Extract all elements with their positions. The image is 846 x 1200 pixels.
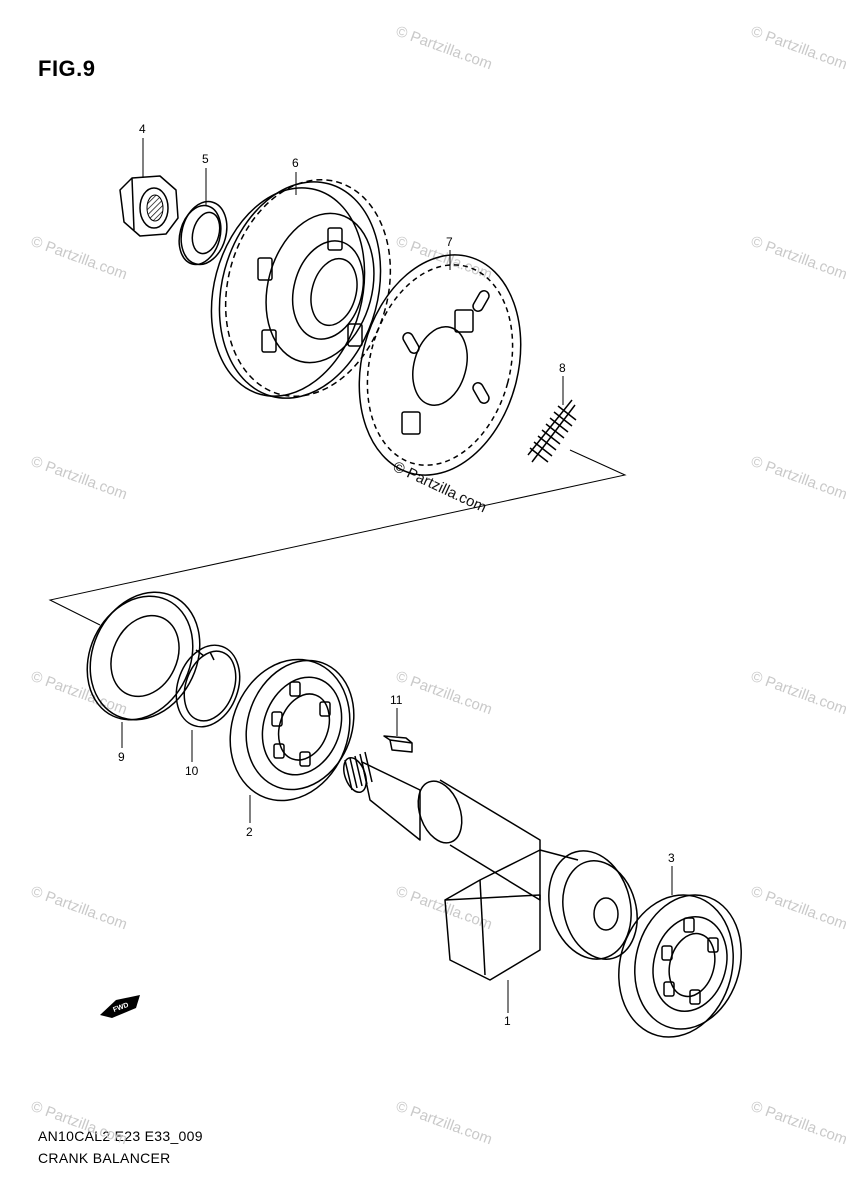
- figure-title: FIG.9: [38, 56, 96, 81]
- watermark: © Partzilla.com: [749, 453, 846, 504]
- watermark: © Partzilla.com: [394, 233, 495, 284]
- part-3-bearing[interactable]: [603, 882, 756, 1050]
- watermark: © Partzilla.com: [749, 1098, 846, 1149]
- callout-leaders: [121, 138, 673, 1013]
- watermark: © Partzilla.com: [394, 23, 495, 74]
- part-7-gear[interactable]: [336, 237, 545, 494]
- callout-2[interactable]: 2: [246, 825, 253, 839]
- callout-3[interactable]: 3: [668, 851, 675, 865]
- callout-5[interactable]: 5: [202, 152, 209, 166]
- part-1-balancer-shaft[interactable]: [339, 751, 647, 981]
- watermark: © Partzilla.com: [29, 233, 130, 284]
- part-9-washer[interactable]: [68, 574, 220, 738]
- watermark: © Partzilla.com: [749, 668, 846, 719]
- part-10-circlip[interactable]: [165, 636, 250, 735]
- callout-7[interactable]: 7: [446, 235, 453, 249]
- callout-8[interactable]: 8: [559, 361, 566, 375]
- watermark: © Partzilla.com: [394, 1098, 495, 1149]
- callout-1[interactable]: 1: [504, 1014, 511, 1028]
- part-11-key[interactable]: [383, 735, 413, 753]
- figure-code: AN10CAL2 E23 E33_009: [38, 1128, 203, 1144]
- callout-labels: 4 5 6 7 8 9 10 2 11 1 3: [118, 122, 675, 1028]
- callout-6[interactable]: 6: [292, 156, 299, 170]
- watermark: © Partzilla.com: [29, 453, 130, 504]
- part-8-spring[interactable]: [527, 399, 577, 463]
- watermark: © Partzilla.com: [749, 233, 846, 284]
- part-6-gear[interactable]: [189, 161, 414, 416]
- watermark: © Partzilla.com: [394, 668, 495, 719]
- watermark: © Partzilla.com: [29, 883, 130, 934]
- figure-name: CRANK BALANCER: [38, 1150, 171, 1166]
- forward-direction-badge: FWD: [100, 995, 140, 1018]
- callout-11[interactable]: 11: [390, 693, 403, 707]
- assembly-guide-lines: [48, 449, 627, 626]
- watermark: © Partzilla.com: [29, 1098, 130, 1149]
- callout-10[interactable]: 10: [185, 764, 199, 778]
- part-4-nut[interactable]: [119, 175, 179, 237]
- callout-9[interactable]: 9: [118, 750, 125, 764]
- watermark: © Partzilla.com: [749, 883, 846, 934]
- callout-4[interactable]: 4: [139, 122, 146, 136]
- watermark: © Partzilla.com: [749, 23, 846, 74]
- part-5-washer[interactable]: [173, 196, 234, 269]
- watermark: © Partzilla.com: [394, 883, 495, 934]
- part-2-bearing[interactable]: [211, 643, 372, 818]
- watermark: © Partzilla.com: [29, 668, 130, 719]
